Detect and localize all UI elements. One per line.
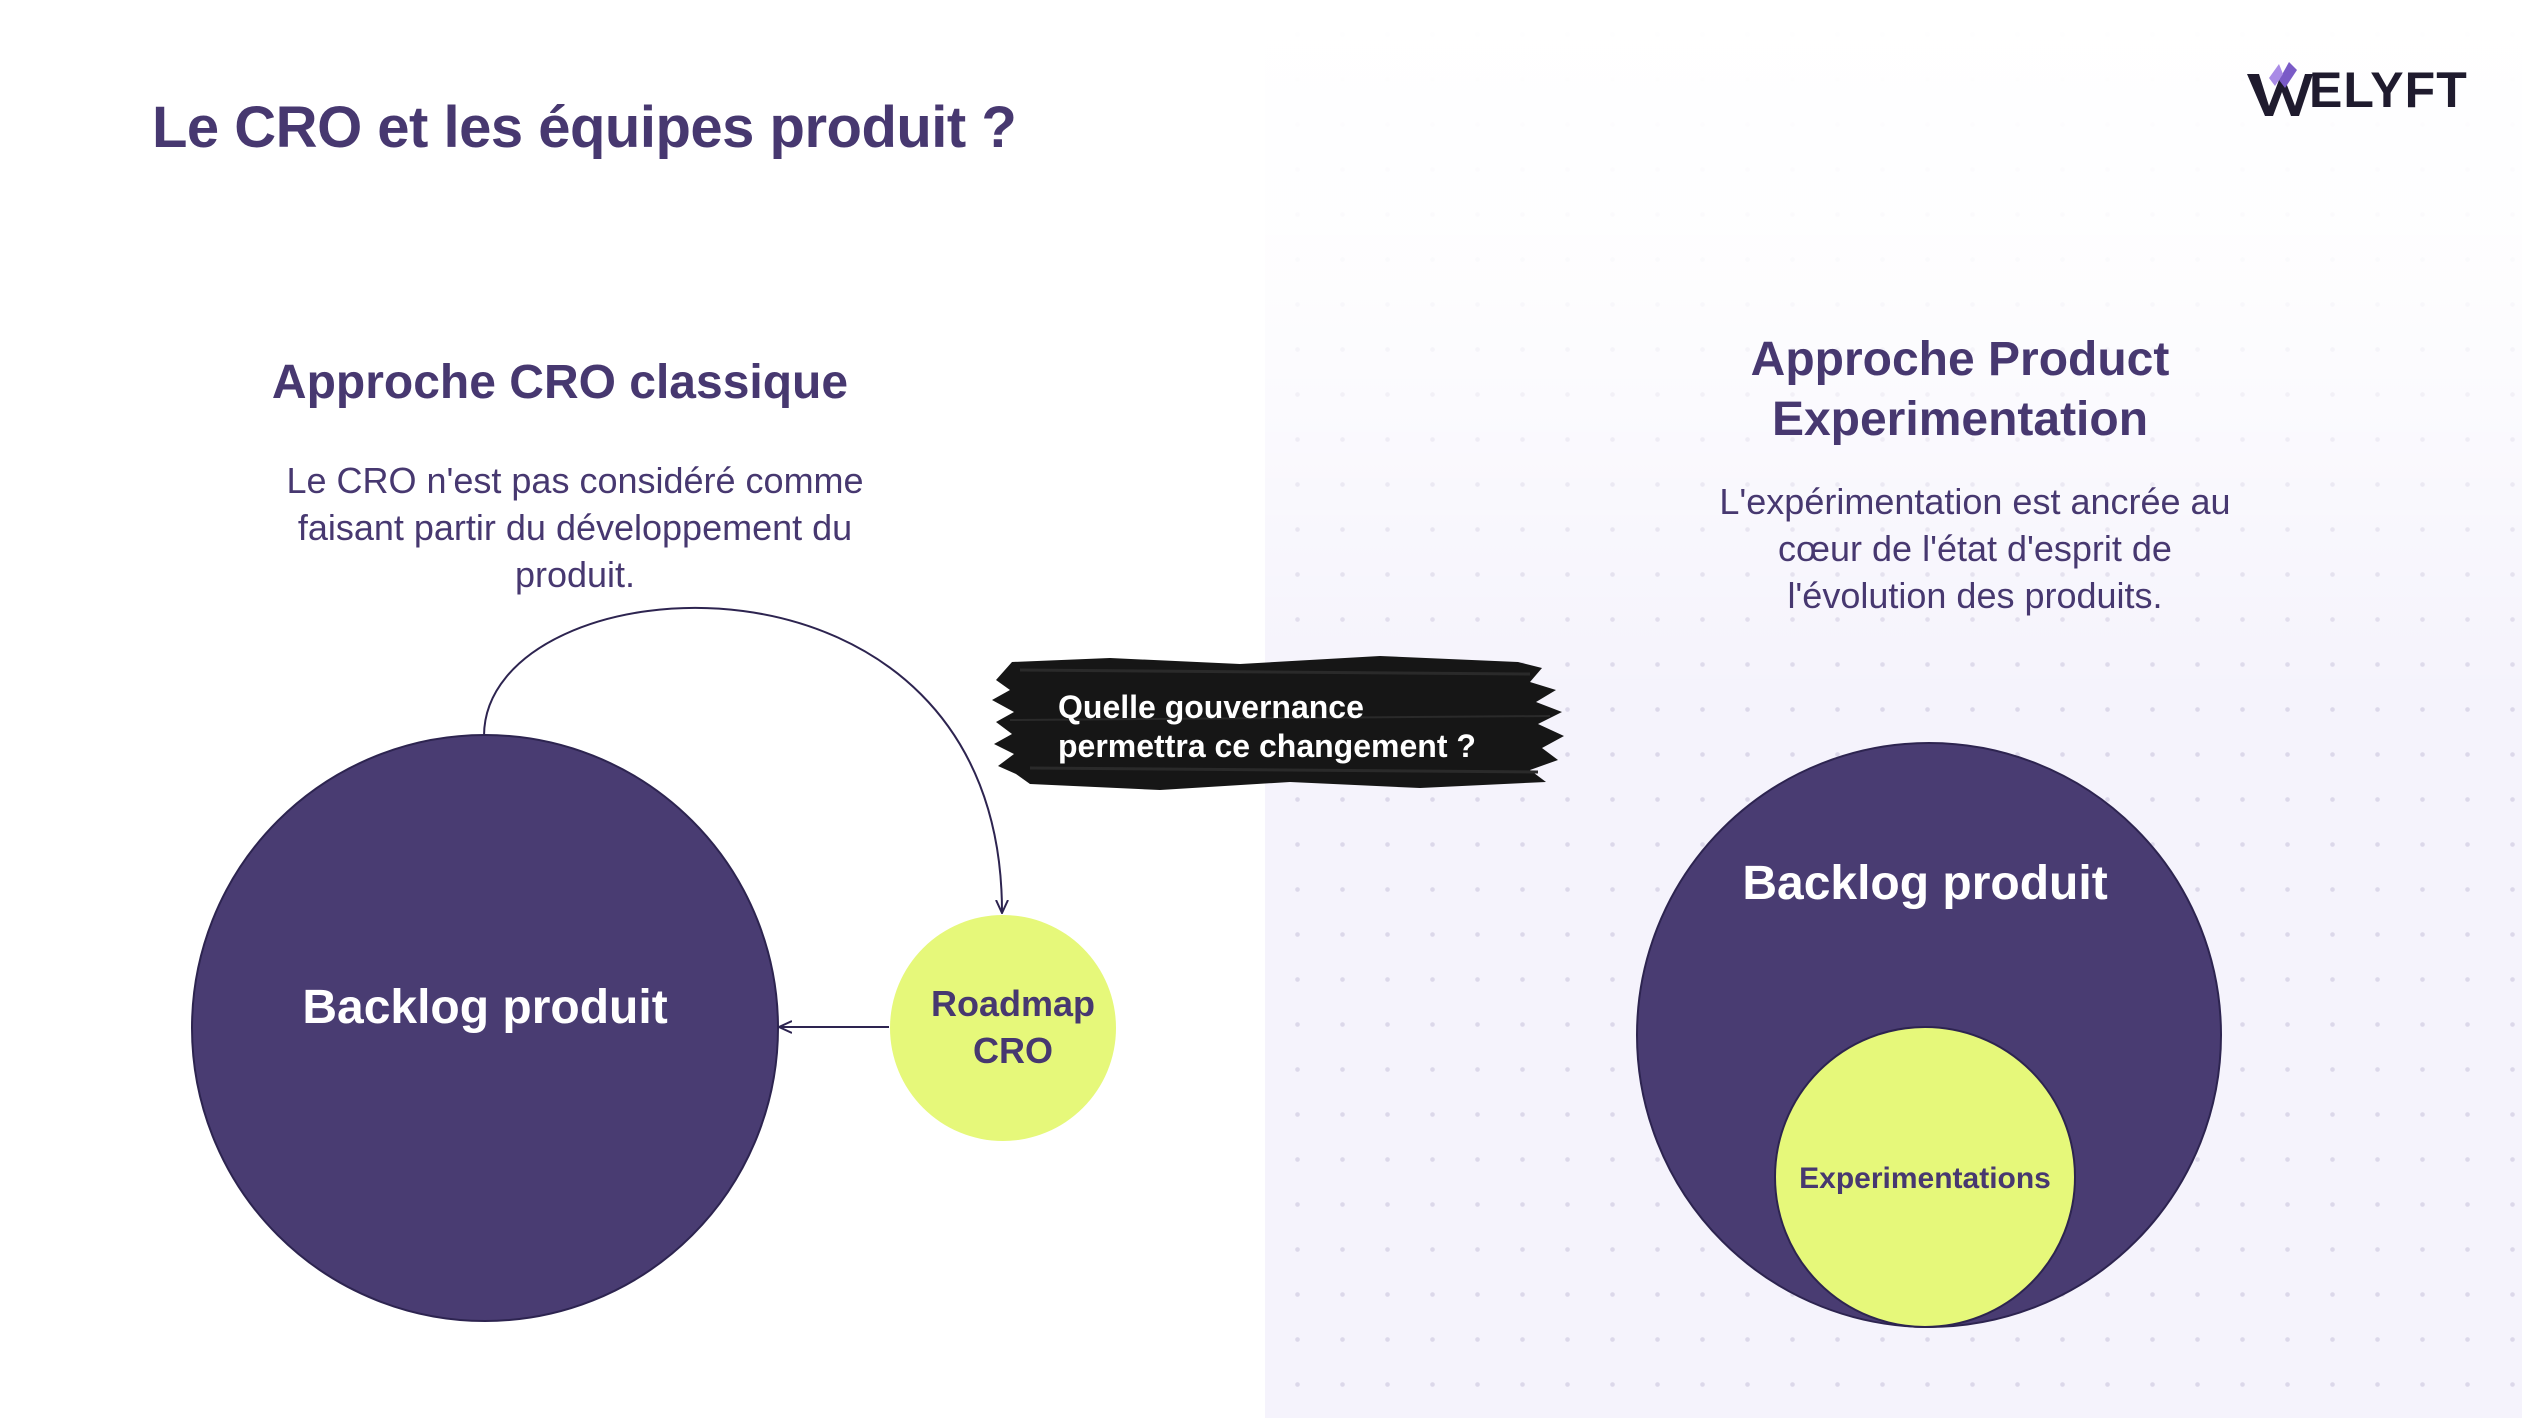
- right-description-line: L'expérimentation est ancrée au: [1719, 481, 2231, 522]
- right-heading: Approche Product Experimentation: [1600, 330, 2320, 450]
- left-description-line: produit.: [514, 554, 636, 595]
- callout-line: Quelle gouvernance: [1058, 689, 1364, 725]
- callout-text: Quelle gouvernance permettra ce changeme…: [1058, 688, 1476, 766]
- right-description-line: l'évolution des produits.: [1787, 575, 2163, 616]
- experimentations-label: Experimentations: [1799, 1162, 2051, 1195]
- left-description: Le CRO n'est pas considéré comme faisant…: [200, 457, 950, 598]
- brush-stroke-callout: [992, 656, 1564, 790]
- welyft-logo: ELYFT: [2245, 60, 2468, 120]
- roadmap-cro-circle: [890, 915, 1116, 1141]
- roadmap-cro-label-line: Roadmap: [930, 983, 1096, 1024]
- logo-text: ELYFT: [2309, 62, 2468, 118]
- right-description: L'expérimentation est ancrée au cœur de …: [1600, 478, 2350, 619]
- right-backlog-label: Backlog produit: [1742, 857, 2108, 910]
- roadmap-cro-label-line: CRO: [973, 1030, 1053, 1071]
- right-heading-line: Approche Product: [1750, 333, 2170, 386]
- left-backlog-label: Backlog produit: [302, 981, 668, 1034]
- right-panel-fade: [1265, 0, 2522, 700]
- w-logo-icon: [2247, 62, 2313, 116]
- page-title: Le CRO et les équipes produit ?: [152, 95, 1017, 160]
- right-heading-line: Experimentation: [1771, 393, 2149, 446]
- experimentations-circle: [1774, 1026, 2076, 1328]
- right-description-line: cœur de l'état d'esprit de: [1778, 528, 2172, 569]
- left-description-line: faisant partir du développement du: [297, 507, 853, 548]
- left-heading: Approche CRO classique: [271, 356, 849, 409]
- curved-arrow: [483, 607, 1002, 912]
- callout-line: permettra ce changement ?: [1058, 728, 1476, 764]
- roadmap-cro-label: Roadmap CRO: [903, 980, 1123, 1074]
- left-description-line: Le CRO n'est pas considéré comme: [286, 460, 864, 501]
